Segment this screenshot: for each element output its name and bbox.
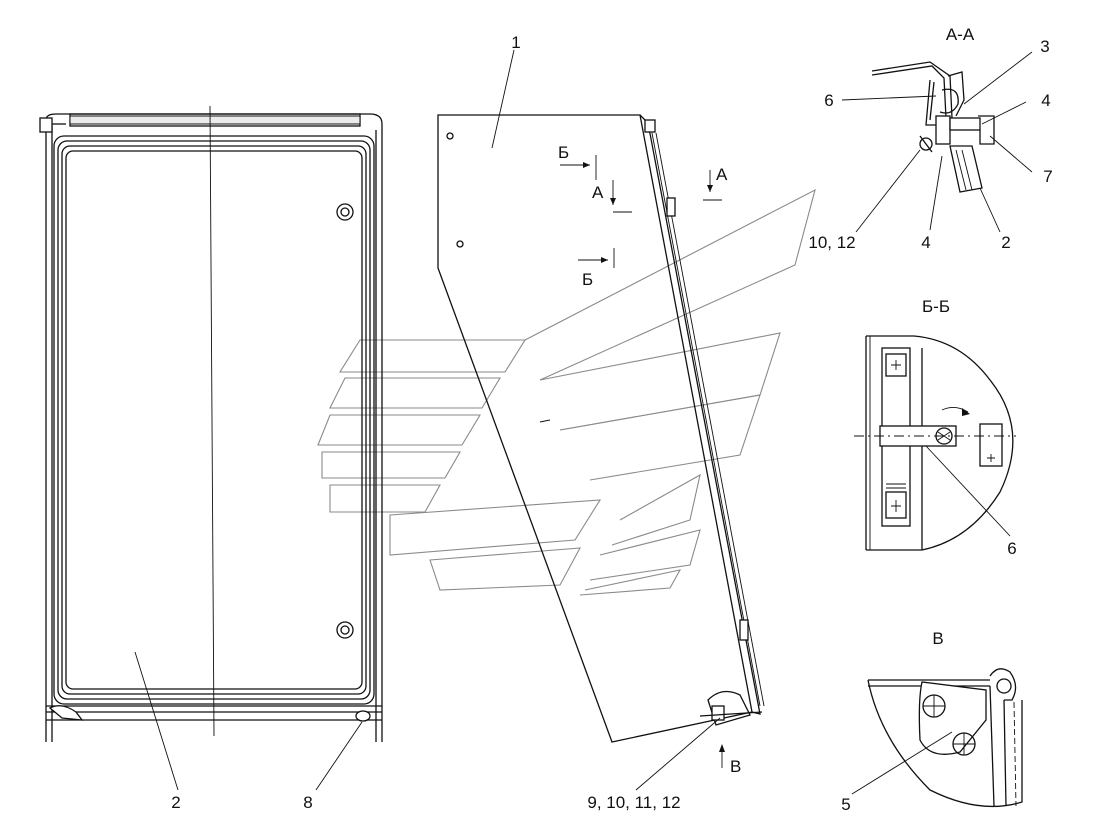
- marker-a-left: А: [592, 183, 604, 202]
- callout-6-aa: 6: [824, 91, 833, 110]
- callout-2-front: 2: [171, 793, 180, 812]
- callout-8-front: 8: [303, 793, 312, 812]
- section-bb: Б-Б: [854, 297, 1016, 551]
- callout-3-aa: 3: [1040, 37, 1049, 56]
- side-view-panel: [437, 114, 765, 743]
- callout-6-bb: 6: [1007, 539, 1016, 558]
- view-v-title: В: [932, 629, 943, 648]
- callout-9-12-side: 9, 10, 11, 12: [587, 793, 680, 812]
- section-aa-title: А-А: [946, 25, 975, 44]
- marker-v-view: В: [730, 757, 741, 776]
- marker-b-top: Б: [558, 143, 569, 162]
- marker-a-right: А: [716, 165, 728, 184]
- callout-1-side: 1: [511, 33, 520, 52]
- callout-10-12-aa: 10, 12: [808, 233, 855, 252]
- callout-2-aa: 2: [1001, 233, 1010, 252]
- marker-b-bottom: Б: [582, 270, 593, 289]
- section-aa: А-А: [871, 25, 995, 193]
- watermark-logo: [317, 188, 816, 596]
- section-markers: Б А А Б В: [558, 143, 741, 776]
- callout-7-aa: 7: [1043, 167, 1052, 186]
- view-v: В: [867, 629, 1023, 808]
- front-view-door: [39, 105, 383, 742]
- section-bb-title: Б-Б: [922, 297, 950, 316]
- callout-4-aa-top: 4: [1041, 91, 1050, 110]
- callout-4-aa-bottom: 4: [921, 233, 930, 252]
- callout-5-v: 5: [841, 795, 850, 814]
